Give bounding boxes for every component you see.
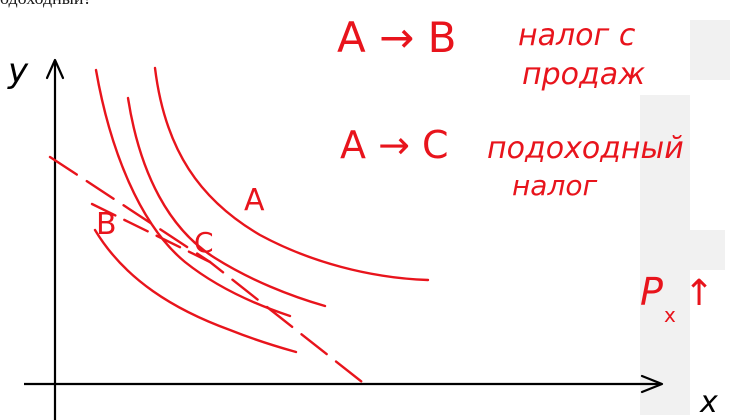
note-a-to-c: A → C bbox=[340, 123, 449, 167]
curve-b-outer bbox=[94, 68, 292, 318]
note-sales-tax-line2: продаж bbox=[522, 57, 645, 92]
point-a-label: A bbox=[244, 183, 265, 218]
note-sales-tax-line1: налог с bbox=[518, 18, 636, 53]
y-axis-arrowhead bbox=[45, 58, 65, 80]
curve-c bbox=[126, 96, 327, 308]
budget-line-rotated bbox=[90, 202, 212, 264]
indifference-curves bbox=[93, 66, 430, 354]
price-up-arrow: ↑ bbox=[684, 273, 714, 314]
note-a-to-b: A → B bbox=[337, 13, 456, 62]
price-change-note: P x ↑ bbox=[640, 270, 714, 327]
handwritten-notes: A → B налог с продаж A → C подоходный на… bbox=[337, 13, 684, 202]
top-caption: одоходный? bbox=[0, 0, 92, 9]
budget-lines bbox=[48, 155, 364, 384]
x-axis-arrowhead bbox=[640, 374, 664, 394]
y-axis-label: y bbox=[7, 51, 29, 91]
curve-b-inner bbox=[93, 228, 298, 354]
note-income-tax-line2: налог bbox=[512, 169, 597, 202]
curve-a bbox=[153, 66, 430, 282]
x-axis-label: x bbox=[699, 385, 718, 420]
axes: y x bbox=[7, 51, 718, 420]
point-c-label: C bbox=[194, 226, 214, 259]
price-label: P bbox=[640, 270, 663, 314]
background-watermark bbox=[640, 20, 730, 415]
note-income-tax-line1: подоходный bbox=[487, 131, 684, 166]
point-b-label: B bbox=[96, 207, 117, 242]
price-subscript: x bbox=[664, 303, 676, 327]
